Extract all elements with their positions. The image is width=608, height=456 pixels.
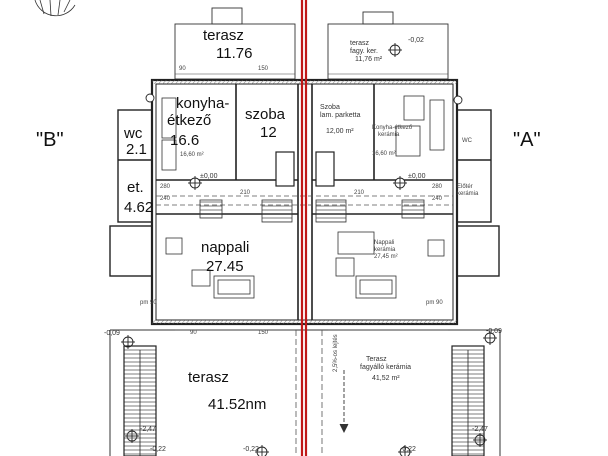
level-step-right: -2,47 [472, 426, 488, 433]
living-a-line1: Nappali [374, 240, 395, 246]
side-a-title: "A" [513, 129, 541, 151]
hall-a-line1: Előtér [457, 184, 473, 190]
wc-a-line1: WC [462, 138, 472, 144]
terrace-bottom-a-line2: fagyálló kerámia [360, 364, 411, 371]
living-a-area: 27,45 m² [374, 254, 398, 260]
dim-210-1: 210 [240, 190, 251, 196]
level-left-bottom: -0,09 [104, 330, 120, 337]
room-a-line1: Szoba [320, 104, 340, 111]
wall-hatch-top [152, 80, 457, 84]
outside-stair-b [123, 345, 157, 456]
terrace-top-b-name: terasz [203, 27, 244, 44]
kitchen-b-name: konyha- [176, 95, 230, 112]
terrace-top-a-line1: terasz [350, 40, 370, 47]
slope-arrow [339, 370, 349, 434]
wall-hatch-bottom [152, 320, 457, 324]
room-b-area: 12 [260, 124, 277, 141]
level-zero-2: ±0,00 [408, 173, 426, 180]
kitchen-a-line2: kerámia [378, 132, 400, 138]
dim-150-1: 150 [258, 66, 269, 72]
room-a-line2: lam. parketta [320, 112, 361, 119]
level-zero-1: ±0,00 [200, 173, 218, 180]
terrace-bottom-b-area: 41.52nm [208, 396, 267, 413]
kitchen-b-name2: étkező [167, 112, 212, 129]
slope-label: 2,5%-os lejtés [333, 334, 339, 372]
spiral-stair [34, 0, 76, 17]
kitchen-b-area: 16.6 [170, 132, 200, 149]
dim-90-2: 90 [190, 330, 197, 336]
room-b-name: szoba [245, 106, 286, 123]
living-b-area: 27.45 [206, 258, 244, 275]
stair-b [261, 199, 293, 223]
stair-a [315, 199, 347, 223]
dim-pm-2: pm 90 [426, 300, 443, 306]
furniture-b [161, 97, 255, 299]
dim-260-1: 280 [160, 184, 171, 190]
annex-a [456, 109, 500, 277]
kitchen-a-line1: Konyha-étkező [372, 125, 413, 131]
room-a-area: 12,00 m² [326, 128, 354, 135]
dim-240-2: 240 [432, 196, 443, 202]
level-bottom-2: -0,22 [400, 446, 416, 453]
wc-b-area: 2.1 [126, 141, 147, 158]
symmetry-axis [300, 0, 308, 456]
annex-b [109, 109, 153, 277]
stair-b2 [199, 199, 223, 219]
kitchen-b-area-small: 16,60 m² [180, 152, 204, 158]
stair-a2 [401, 199, 425, 219]
terrace-top-a-line2: fagy. ker. [350, 48, 378, 55]
terrace-top-a-area: 11,76 m² [355, 56, 383, 63]
dim-240-1: 240 [160, 196, 171, 202]
dim-260-2: 280 [432, 184, 443, 190]
side-b-title: "B" [36, 129, 64, 151]
chimney-blocks [275, 151, 335, 187]
hall-a-line2: kerámia [457, 191, 479, 197]
dimension-lines [175, 73, 448, 331]
top-terrace-a [327, 11, 449, 80]
living-b-name: nappali [201, 239, 250, 256]
living-a-line2: kerámia [374, 247, 396, 253]
dim-150-2: 150 [258, 330, 269, 336]
level-step-left: -2,47 [140, 426, 156, 433]
terrace-bottom-b-name: terasz [188, 369, 229, 386]
level-top-a: -0,02 [408, 37, 424, 44]
outside-stair-a [451, 345, 485, 456]
terrace-bottom-a-area: 41,52 m² [372, 375, 400, 382]
wc-b-name: wc [124, 125, 143, 142]
level-bottom-3: -0,22 [150, 446, 166, 453]
hall-b-area: 4.62 [124, 199, 154, 216]
dim-210-2: 210 [354, 190, 365, 196]
kitchen-a-area: 16,60 m² [372, 151, 396, 157]
level-right-bottom: -0,09 [486, 328, 502, 335]
terrace-bottom-a-line1: Terasz [366, 356, 387, 363]
hall-b-name: et. [127, 179, 144, 196]
dim-pm-1: pm 90 [140, 300, 157, 306]
terrace-top-b-area: 11.76 [216, 45, 253, 62]
dim-180-1: 90 [179, 66, 186, 72]
level-bottom-1: -0,22 [243, 446, 259, 453]
furniture-a [335, 95, 445, 299]
